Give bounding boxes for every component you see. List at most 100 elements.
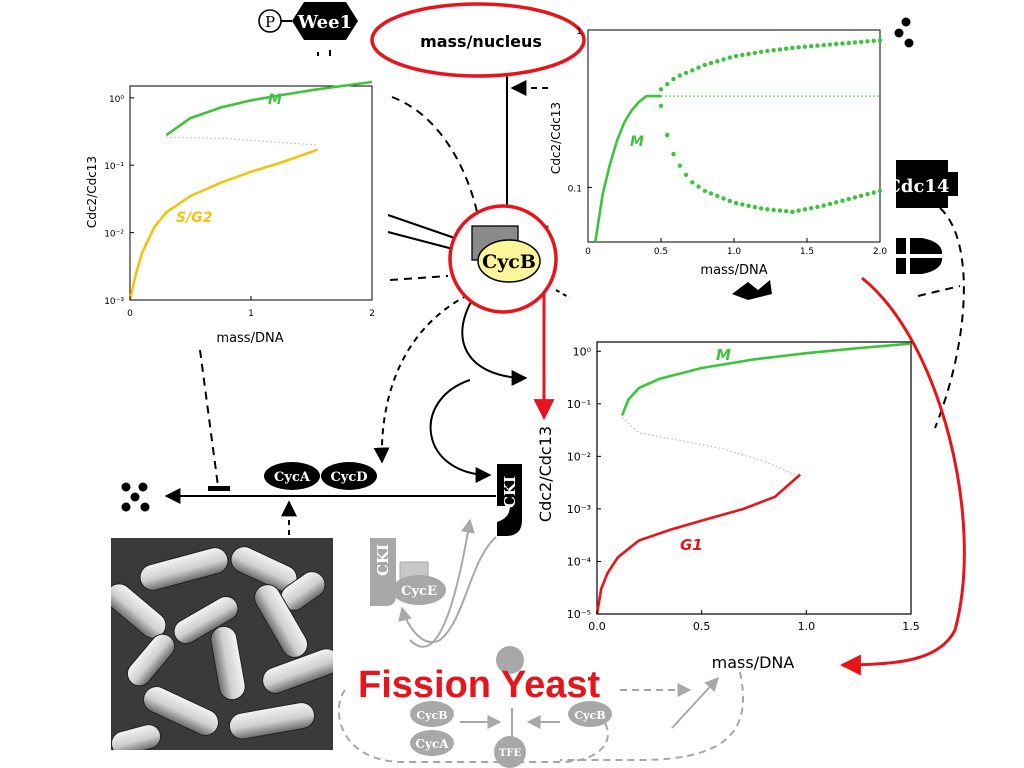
chart3-xtick-label: 0.5: [693, 620, 711, 633]
chart2-series3-point: [690, 180, 695, 185]
chart2-series2-point: [834, 41, 839, 47]
chart2-series3-point: [827, 201, 833, 207]
chart3-series0-line: [620, 342, 912, 416]
chart2-series2-point: [808, 43, 814, 49]
chart3-label-m: M: [716, 346, 731, 364]
chart2-series3-point: [802, 207, 808, 212]
cut-off-protein-shape: [896, 238, 943, 274]
chart2-series2-point: [871, 38, 876, 44]
chart2-series2-point: [658, 87, 664, 92]
chart1-label-sg2: S/G2: [176, 210, 212, 226]
chart1-xtick-label: 1: [248, 309, 254, 319]
chart2-series2-point: [790, 45, 795, 51]
cdc14-node: Cdc14: [887, 160, 958, 208]
chart3-xtick-label: 0.0: [588, 620, 606, 633]
chart2-series2-point: [777, 47, 783, 52]
chart3-series2-line: [595, 473, 801, 615]
chart2-series3-point: [771, 207, 776, 213]
chart1-ytick-label: 10⁻²: [104, 230, 124, 240]
chart3-ytick-label: 10⁻²: [567, 450, 591, 463]
chart2-series3-point: [721, 196, 726, 201]
chart2-series3-point: [733, 200, 739, 206]
chart2-series3-point: [865, 191, 870, 197]
chart3-frame: [596, 341, 912, 615]
cycb-grey-node-1: [410, 701, 454, 727]
chart1-ytick-label: 10⁰: [109, 95, 124, 105]
chart2-series3-point: [871, 190, 876, 195]
chart2-series2-point: [859, 39, 864, 45]
tfe-node: [494, 736, 526, 768]
chart2-series3-point: [808, 205, 814, 211]
chart1-ytick-label: 10⁻¹: [104, 162, 124, 172]
chart3-ytick-label: 10⁻⁵: [567, 608, 591, 621]
chart2-series3-point: [708, 191, 714, 196]
chart2-label-m: M: [630, 134, 644, 150]
chart2-series3-point: [677, 163, 682, 168]
chart2-series3-point: [696, 184, 701, 189]
chart1-frame: [129, 85, 373, 301]
chart1-series2-line: [128, 148, 319, 301]
cki-label: CKI: [501, 476, 519, 508]
chart3-xtick-label: 1.0: [798, 620, 816, 633]
chart3-ytick-label: 10⁻³: [567, 503, 591, 516]
cyca-cycd-complex: CycA CycD: [264, 462, 377, 490]
chart2-series3-point: [715, 193, 720, 199]
chart2-series2-point: [846, 40, 851, 46]
chart2-xtick-label: 0.5: [654, 247, 668, 257]
chart2-series3-point: [877, 188, 883, 194]
wee1-node: P Wee1: [258, 2, 358, 40]
phospho-label: P: [265, 13, 275, 31]
chart2-xtick-label: 0: [585, 247, 591, 257]
chart2-series3-point: [683, 172, 689, 178]
chart2-series2-point: [696, 65, 701, 70]
cdc14-label: Cdc14: [887, 176, 950, 197]
chart2-series2-point: [702, 62, 707, 68]
cyca-label: CycA: [274, 470, 311, 485]
chart2-series2-point: [715, 59, 720, 64]
cycb-grey-label-2: CycB: [574, 709, 605, 722]
chart2-ytick-label: 0.1: [568, 184, 582, 194]
chart2-series3-point: [671, 151, 676, 157]
chart2-series3-point: [658, 103, 664, 108]
chart2-series3-point: [702, 188, 707, 194]
chart3-ytick-label: 10⁻⁴: [567, 555, 592, 568]
chart2-series3-point: [752, 204, 758, 210]
chart2-series2-point: [727, 55, 733, 60]
cyce-grey-label: CycE: [401, 584, 437, 599]
fission-yeast-title: Fission Yeast: [358, 664, 601, 706]
chart2-series2-point: [752, 50, 758, 56]
chart2-series3-point: [727, 198, 733, 204]
chart2-series2-point: [865, 39, 870, 44]
cyca-grey-node: [410, 730, 454, 756]
chart2-series3-point: [740, 202, 745, 207]
grey-node: [496, 646, 524, 674]
chart2-series2-point: [827, 42, 833, 47]
mass-nucleus-label: mass/nucleus: [420, 32, 542, 51]
chart3-xtick-label: 1.5: [902, 620, 920, 633]
chart2-series2-point: [740, 52, 745, 58]
chart2-series3-point: [746, 203, 751, 208]
chart3-label-g1: G1: [680, 536, 703, 554]
chart2-series2-point: [677, 73, 682, 78]
chart2-series2-point: [796, 45, 801, 50]
chart2-series2-point: [815, 43, 820, 48]
chart1-ylabel: Cdc2/Cdc13: [85, 156, 99, 228]
chart2-series2-point: [721, 57, 726, 62]
cki-node: CKI: [497, 464, 522, 536]
chart2-series2-point: [765, 48, 770, 54]
cut-off-arrowhead-fragment: [732, 280, 772, 300]
chart2-series2-point: [802, 44, 808, 49]
chart2-series3-point: [859, 193, 864, 199]
chart2-series3-point: [834, 200, 839, 205]
chart2-series3-point: [783, 208, 789, 214]
chart2-series3-point: [815, 204, 820, 210]
chart2-series3-point: [665, 132, 670, 138]
degradation-dots-left: [121, 482, 150, 512]
chart2-series2-point: [665, 81, 670, 87]
chart2-series2-point: [708, 60, 714, 66]
chart2-series2-point: [852, 40, 858, 45]
chart2-xtick-label: 2.0: [873, 247, 888, 257]
chart3-ytick-label: 10⁻¹: [567, 398, 591, 411]
